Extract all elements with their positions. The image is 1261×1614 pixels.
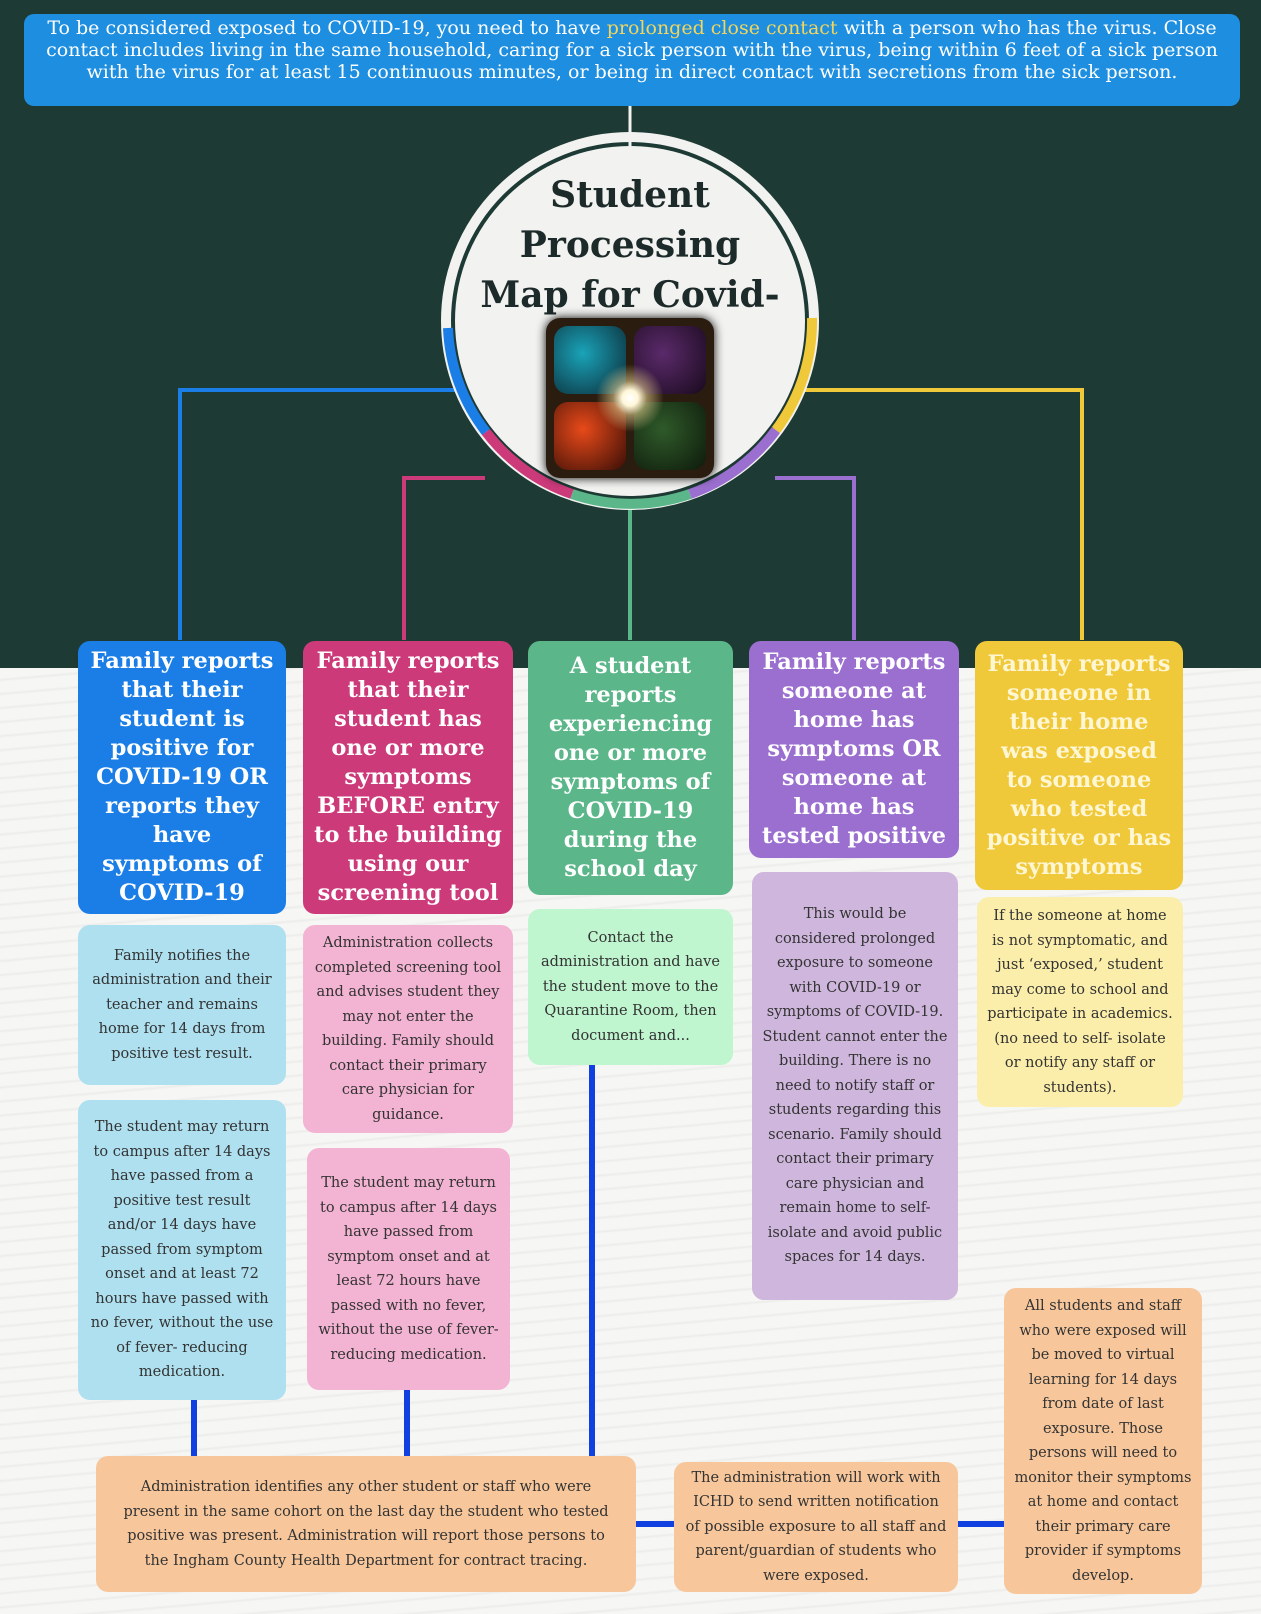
heading-household-exposed: Family reports someone in their home was…: [975, 641, 1183, 890]
step-identify-cohort: Administration identifies any other stud…: [96, 1456, 636, 1592]
green-ring-arc: [570, 489, 692, 509]
purple-ring-arc: [688, 427, 781, 499]
logo-image: [546, 318, 714, 478]
blue-branch-line: [178, 388, 455, 640]
heading-symptoms-school-day: A student reports experiencing one or mo…: [528, 641, 733, 895]
banner-highlight: prolonged close contact: [606, 17, 838, 39]
step-quarantine-room: Contact the administration and have the …: [528, 909, 733, 1065]
heading-positive-report: Family reports that their student is pos…: [78, 641, 286, 914]
heading-symptoms-before-entry: Family reports that their student has on…: [303, 641, 513, 914]
heading-household-symptoms: Family reports someone at home has sympt…: [749, 641, 959, 858]
step-notify-and-remain-home: Family notifies the administration and t…: [78, 925, 286, 1085]
exposure-definition-banner: To be considered exposed to COVID-19, yo…: [24, 14, 1240, 106]
step-exposed-may-attend: If the someone at home is not symptomati…: [977, 897, 1183, 1107]
magenta-branch-line: [402, 476, 485, 640]
purple-branch-line: [775, 476, 856, 640]
yellow-branch-line: [805, 388, 1084, 640]
step-written-notification: The administration will work with ICHD t…: [674, 1462, 958, 1592]
step-return-after-symptoms: The student may return to campus after 1…: [307, 1148, 510, 1390]
banner-text-start: To be considered exposed to COVID-19, yo…: [47, 17, 607, 39]
step-virtual-learning: All students and staff who were exposed …: [1004, 1288, 1202, 1594]
banner-text-end: with a person who has the virus. Close c…: [46, 17, 1218, 83]
yellow-ring-arc: [771, 317, 818, 433]
step-prolonged-exposure: This would be considered prolonged expos…: [752, 872, 958, 1300]
step-screening-tool-advice: Administration collects completed screen…: [303, 925, 513, 1133]
step-return-after-positive: The student may return to campus after 1…: [78, 1100, 286, 1400]
blue-ring-arc: [443, 327, 490, 436]
magenta-ring-arc: [482, 428, 574, 499]
